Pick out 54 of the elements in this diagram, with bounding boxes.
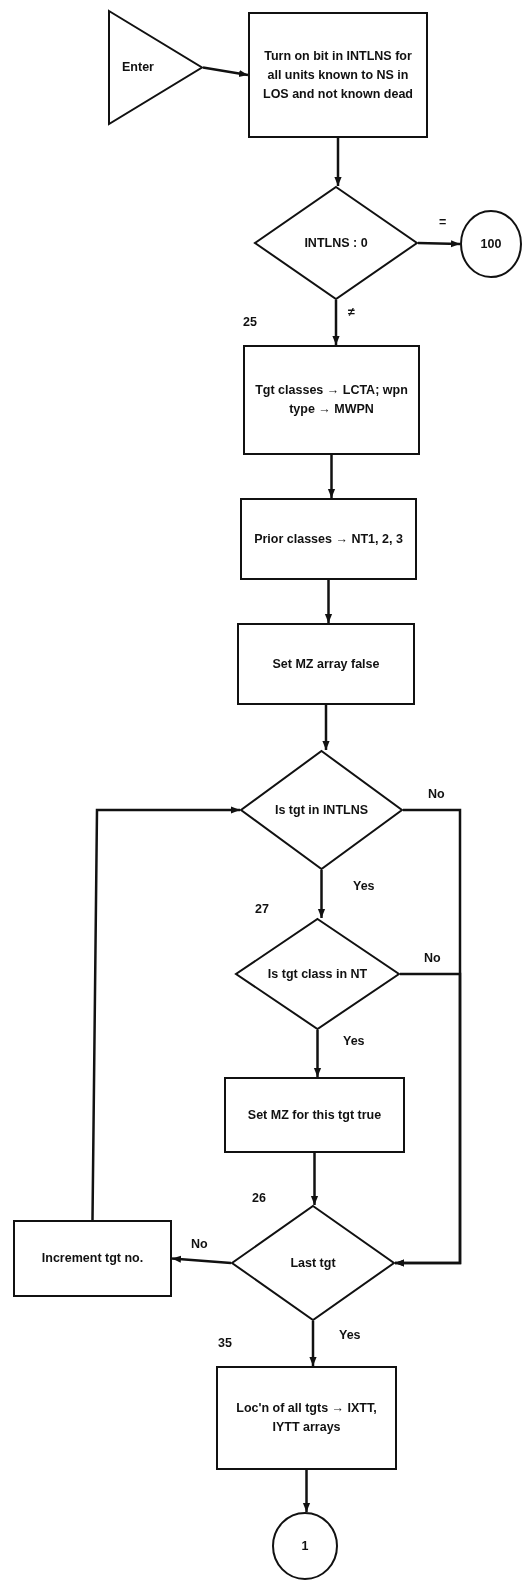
step-number: 26: [252, 1191, 266, 1205]
process-box: [240, 498, 417, 580]
edge-label: ≠: [347, 305, 356, 319]
decision-diamond: [240, 750, 403, 870]
decision-text: Is tgt class in NT: [267, 965, 368, 983]
arrow: [334, 138, 342, 186]
arrow: [309, 1321, 317, 1366]
decision-text: Is tgt in INTLNS: [274, 801, 369, 819]
connector-label: 1: [301, 1537, 309, 1555]
arrow: [310, 1153, 319, 1205]
process-box: [224, 1077, 405, 1153]
edge-label: Yes: [342, 1034, 366, 1048]
step-text: Set MZ array false: [272, 655, 380, 673]
step-text: Increment tgt no.: [41, 1250, 144, 1267]
step-text: Enter: [122, 59, 154, 76]
arrow: [417, 240, 461, 248]
decision-text: INTLNS : 0: [304, 234, 368, 252]
connector-label: 100: [480, 235, 502, 253]
edge-label: Yes: [352, 879, 376, 893]
step-text: Tgt classes → LCTA; wpn type → MWPN: [255, 382, 408, 418]
arrow: [327, 455, 336, 498]
process-box: [243, 345, 420, 455]
edge-label: Yes: [338, 1328, 362, 1342]
process-box: [13, 1220, 172, 1297]
arrow: [302, 1470, 311, 1512]
arrow: [91, 806, 240, 1220]
process-box: [248, 12, 428, 138]
arrow: [171, 1255, 232, 1265]
arrow: [324, 580, 333, 623]
step-text: Prior classes → NT1, 2, 3: [254, 530, 403, 548]
arrow: [395, 972, 462, 1267]
decision-diamond: [231, 1205, 395, 1321]
step-text: Loc'n of all tgts → IXTT, IYTT arrays: [235, 1400, 378, 1436]
arrow: [322, 705, 330, 750]
decision-diamond: [235, 918, 400, 1030]
step-number: 27: [255, 902, 269, 916]
arrow: [317, 870, 326, 918]
step-text: Set MZ for this tgt true: [247, 1106, 382, 1124]
decision-diamond: [254, 186, 418, 300]
edge-label: No: [190, 1237, 209, 1251]
connector-circle: [460, 210, 522, 278]
edge-label: No: [427, 787, 446, 801]
entry-triangle: [108, 10, 203, 125]
edge-label: No: [423, 951, 442, 965]
step-number: 25: [243, 315, 257, 329]
decision-text: Last tgt: [290, 1254, 336, 1272]
step-number: 35: [218, 1336, 232, 1350]
arrow: [202, 66, 249, 78]
arrow: [332, 300, 340, 345]
step-text: Turn on bit in INTLNS for all units known to NS in LOS and not known dead: [262, 47, 414, 103]
connector-circle: [272, 1512, 338, 1580]
arrow: [313, 1030, 322, 1077]
process-box: [216, 1366, 397, 1470]
process-box: [237, 623, 415, 705]
